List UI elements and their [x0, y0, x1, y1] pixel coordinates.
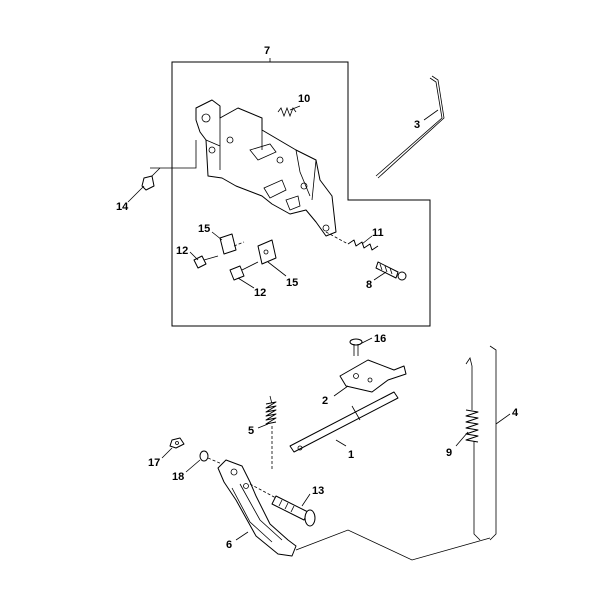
label-part-15-upper: 15 — [198, 223, 210, 235]
lever-6 — [217, 459, 297, 557]
label-part-9: 9 — [446, 447, 452, 459]
label-part-14: 14 — [116, 201, 129, 213]
spring-5 — [265, 395, 277, 470]
label-part-7: 7 — [264, 45, 270, 57]
bolt-13 — [249, 483, 316, 527]
screw-12-right — [229, 261, 259, 281]
label-part-15-lower: 15 — [286, 277, 298, 289]
label-part-8: 8 — [366, 279, 372, 291]
nut-17 — [169, 437, 185, 449]
label-part-3: 3 — [414, 119, 420, 131]
label-part-17: 17 — [148, 457, 160, 469]
clip-15-right — [257, 239, 277, 265]
screw-16 — [349, 338, 363, 356]
label-part-18: 18 — [172, 471, 184, 483]
label-part-6: 6 — [226, 539, 232, 551]
label-part-13: 13 — [312, 485, 324, 497]
screw-12-left — [193, 255, 219, 269]
washer-18 — [199, 450, 209, 462]
label-part-16: 16 — [374, 333, 386, 345]
label-part-10: 10 — [298, 93, 310, 105]
label-part-12-right: 12 — [254, 287, 266, 299]
label-part-12-left: 12 — [176, 245, 188, 257]
label-part-11: 11 — [372, 227, 384, 239]
label-part-5: 5 — [248, 425, 254, 437]
label-part-1: 1 — [348, 449, 354, 461]
spring-9-assembly — [465, 357, 481, 541]
rod-3 — [375, 75, 445, 179]
shaft-1 — [289, 391, 399, 453]
spring-11 — [325, 231, 379, 251]
screw-8 — [375, 261, 407, 281]
plate-2 — [339, 359, 407, 393]
screw-14 — [141, 140, 197, 191]
spring-10 — [277, 106, 297, 118]
rod-4 — [489, 345, 497, 541]
control-bracket — [195, 99, 337, 237]
clip-15-left — [219, 233, 245, 255]
label-part-2: 2 — [322, 395, 328, 407]
label-part-4: 4 — [512, 407, 519, 419]
assembly-7-outline — [171, 61, 431, 327]
